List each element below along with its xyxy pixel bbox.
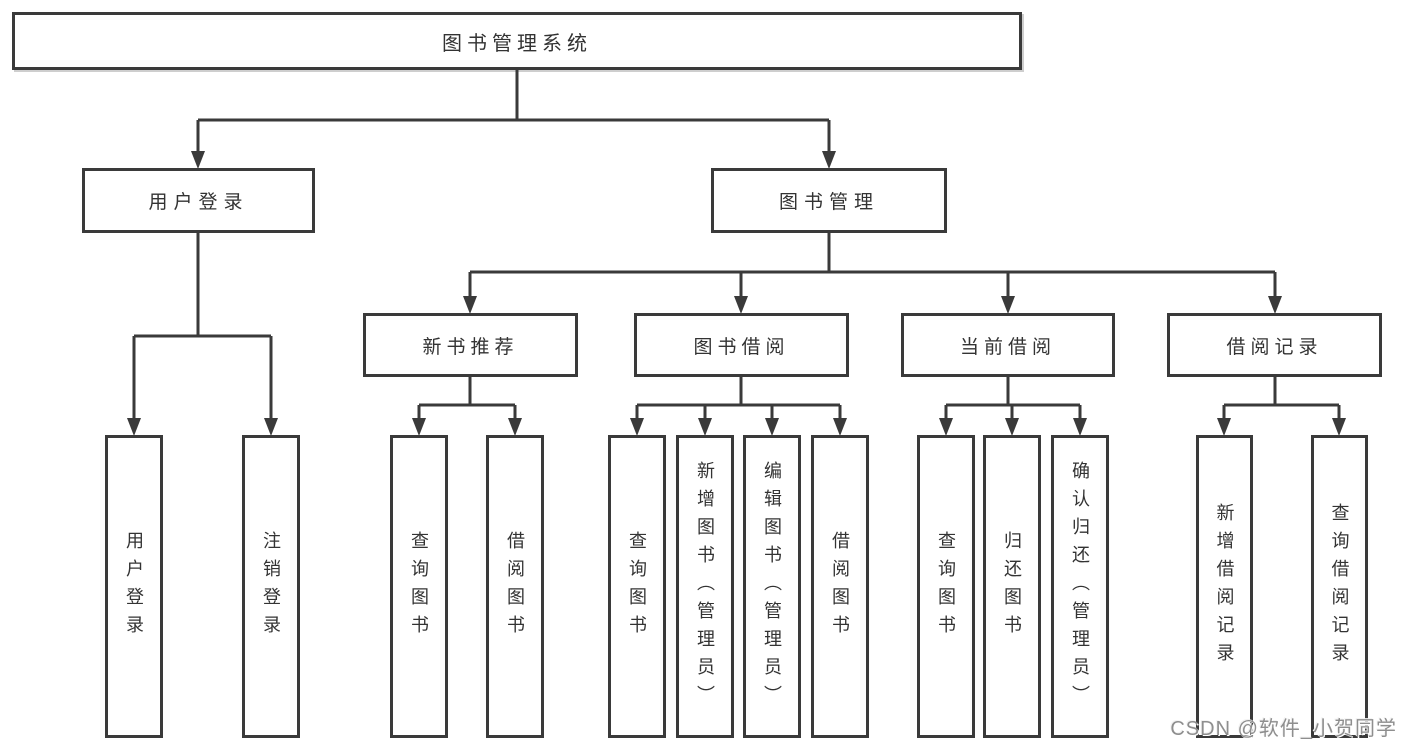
leaf-query-book-2-label: 查询图书 <box>627 530 647 643</box>
leaf-confirm-return-admin: 确认归还（管理员） <box>1051 435 1109 738</box>
leaf-query-book-1: 查询图书 <box>390 435 448 738</box>
csdn-watermark: CSDN @软件_小贺同学 <box>1170 718 1397 740</box>
leaf-borrow-book-1: 借阅图书 <box>486 435 544 738</box>
leaf-add-book-admin: 新增图书（管理员） <box>676 435 734 738</box>
node-root: 图书管理系统 <box>12 12 1022 70</box>
leaf-return-book-label: 归还图书 <box>1002 530 1022 643</box>
node-user-login: 用户登录 <box>82 168 315 233</box>
leaf-borrow-book-1-label: 借阅图书 <box>505 530 525 643</box>
leaf-user-login-label: 用户登录 <box>124 530 144 643</box>
node-borrow-records: 借阅记录 <box>1167 313 1382 377</box>
node-book-management: 图书管理 <box>711 168 947 233</box>
node-current-borrow: 当前借阅 <box>901 313 1115 377</box>
leaf-add-book-admin-label: 新增图书（管理员） <box>695 460 715 713</box>
node-new-book-recommend: 新书推荐 <box>363 313 578 377</box>
leaf-edit-book-admin: 编辑图书（管理员） <box>743 435 801 738</box>
leaf-edit-book-admin-label: 编辑图书（管理员） <box>762 460 782 713</box>
leaf-query-book-3: 查询图书 <box>917 435 975 738</box>
leaf-query-borrow-record-label: 查询借阅记录 <box>1329 502 1350 671</box>
leaf-query-book-1-label: 查询图书 <box>409 530 429 643</box>
leaf-query-book-3-label: 查询图书 <box>936 530 956 643</box>
leaf-confirm-return-admin-label: 确认归还（管理员） <box>1070 460 1090 713</box>
leaf-add-borrow-record: 新增借阅记录 <box>1196 435 1253 738</box>
leaf-logout-label: 注销登录 <box>261 530 281 643</box>
leaf-borrow-book-2-label: 借阅图书 <box>830 530 850 643</box>
leaf-user-login: 用户登录 <box>105 435 163 738</box>
leaf-query-book-2: 查询图书 <box>608 435 666 738</box>
leaf-query-borrow-record: 查询借阅记录 <box>1311 435 1368 738</box>
leaf-return-book: 归还图书 <box>983 435 1041 738</box>
leaf-borrow-book-2: 借阅图书 <box>811 435 869 738</box>
leaf-add-borrow-record-label: 新增借阅记录 <box>1214 502 1235 671</box>
leaf-logout: 注销登录 <box>242 435 300 738</box>
node-book-borrow: 图书借阅 <box>634 313 849 377</box>
